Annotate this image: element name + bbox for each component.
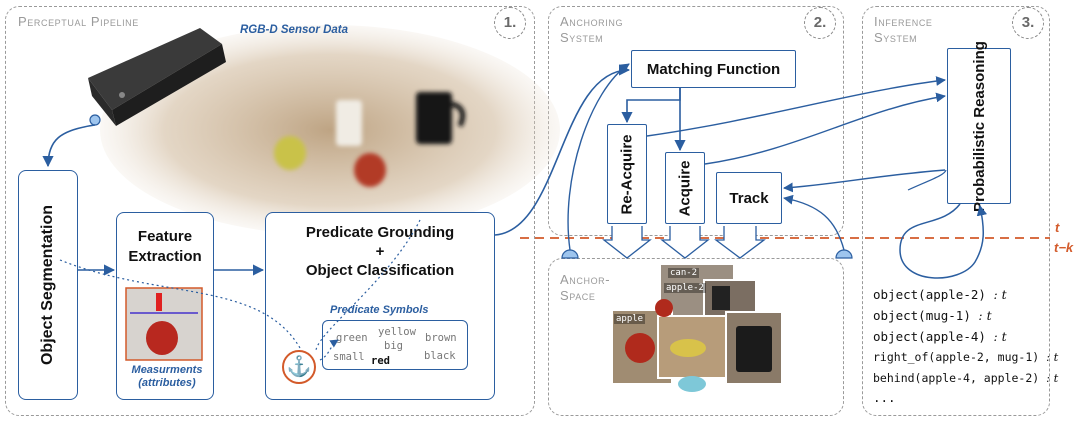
measurement-apple <box>146 321 178 355</box>
measurements-label: Measurments (attributes) <box>131 364 203 389</box>
anchor-icon: ⚓ <box>282 350 316 384</box>
table-surface <box>100 25 560 235</box>
object-classification-label: Object Classification <box>305 262 455 279</box>
plus-label: + <box>375 243 385 260</box>
logic-fact-2: object(mug-1) : t <box>873 308 992 323</box>
logic-ellipsis: ... <box>873 390 896 405</box>
matching-function-label: Matching Function <box>646 60 781 78</box>
symbol-green: green <box>336 332 368 344</box>
acquire-box[interactable]: Acquire <box>665 152 705 224</box>
predicate-symbols-box <box>322 320 468 370</box>
anchor-tag-apple: apple <box>614 314 646 324</box>
logic-fact-4: right_of(apple-2, mug-1) : t <box>873 350 1059 364</box>
feature-extraction-label: Feature Extraction <box>128 228 202 265</box>
panel-number-3: 3. <box>1012 7 1044 39</box>
perceptual-pipeline-panel <box>5 6 535 416</box>
sensor-data-label: RGB-D Sensor Data <box>240 24 348 36</box>
symbol-black: black <box>424 350 456 362</box>
perceptual-pipeline-title: Perceptual Pipeline <box>18 14 139 29</box>
anchor-space-title-1: Anchor- <box>560 272 611 287</box>
symbol-small: small <box>333 351 365 363</box>
anchor-tag-can-2: can-2 <box>668 268 700 278</box>
measurement-bar <box>156 293 162 311</box>
matching-function-box[interactable]: Matching Function <box>631 50 796 88</box>
track-box[interactable]: Track <box>716 172 782 224</box>
apple-green <box>274 136 306 170</box>
time-label-t: t <box>1055 220 1060 235</box>
probabilistic-reasoning-box[interactable]: Probabilistic Reasoning <box>947 41 1011 211</box>
object-segmentation-box[interactable]: Object Segmentation <box>18 170 78 400</box>
anchoring-system-title-1: Anchoring <box>560 14 624 29</box>
rgbd-sensor-icon <box>88 28 226 126</box>
cup-white <box>336 100 362 146</box>
inference-system-title-1: Inference <box>874 14 933 29</box>
predicate-symbols-title: Predicate Symbols <box>330 304 429 316</box>
inference-system-panel <box>862 6 1050 416</box>
predicate-grounding-label: Predicate Grounding <box>305 224 455 241</box>
anchor-space-title-2: Space <box>560 288 596 303</box>
anchor-tag-apple-2: apple-2 <box>664 283 706 293</box>
symbol-brown: brown <box>425 332 457 344</box>
panel-number-1: 1. <box>494 7 526 39</box>
mug-black <box>416 92 452 144</box>
anchoring-system-title-2: System <box>560 30 604 45</box>
logic-fact-1: object(apple-2) : t <box>873 287 1007 302</box>
symbol-big: big <box>384 340 403 352</box>
apple-red <box>354 153 386 187</box>
anchor-space-panel <box>548 258 844 416</box>
re-acquire-box[interactable]: Re-Acquire <box>607 124 647 224</box>
logic-fact-5: behind(apple-4, apple-2) : t <box>873 371 1059 385</box>
track-label: Track <box>729 189 769 207</box>
symbol-red: red <box>371 355 390 367</box>
time-label-t-minus-k: t−k <box>1054 240 1074 255</box>
panel-number-2: 2. <box>804 7 836 39</box>
symbol-yellow: yellow <box>378 326 416 338</box>
inference-system-title-2: System <box>874 30 918 45</box>
logic-fact-3: object(apple-4) : t <box>873 329 1007 344</box>
